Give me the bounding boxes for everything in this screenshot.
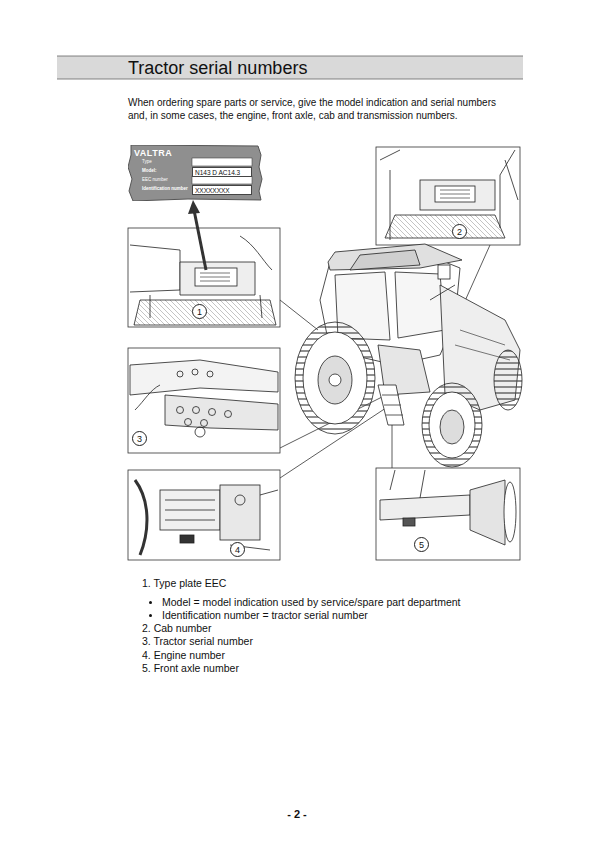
intro-paragraph: When ordering spare parts or service, gi… [128, 96, 498, 122]
callout-number: 1 [192, 304, 207, 319]
callout-number: 2 [452, 224, 467, 239]
list-item: 3. Tractor serial number [142, 635, 253, 648]
callout-label: 5 [415, 538, 428, 552]
callout-label: 2 [453, 225, 466, 239]
brand-name: VALTRA [134, 148, 172, 158]
inset2-detail [380, 150, 518, 240]
type-plate: VALTRATypeModel: EEC numberIdentification… [128, 145, 263, 201]
list-subitem: Model = model indication used by service… [162, 596, 461, 609]
plate-value: XXXXXXXX [195, 186, 230, 195]
plate-caption: EEC number [142, 177, 168, 183]
title-band [57, 56, 523, 79]
bullet-dot [149, 601, 152, 604]
tractor [295, 244, 522, 467]
callout-label: 4 [231, 543, 244, 557]
callout-label: 3 [133, 432, 146, 446]
inset3-detail [130, 360, 278, 437]
callout-number: 5 [414, 537, 429, 552]
list-item: 2. Cab number [142, 622, 211, 635]
inset5-detail [380, 470, 516, 545]
list-item: 1. Type plate EEC [142, 577, 226, 590]
plate-caption: Type [142, 159, 152, 165]
inset-frames [128, 147, 520, 560]
inset4-detail [135, 480, 278, 555]
page-title: Tractor serial numbers [128, 57, 307, 79]
inset1-detail [130, 200, 276, 325]
callout-number: 4 [230, 542, 245, 557]
list-subitem: Identification number = tractor serial n… [162, 609, 368, 622]
list-item: 4. Engine number [142, 649, 225, 662]
plate-caption: Model: [142, 168, 157, 174]
list-item: 5. Front axle number [142, 662, 239, 675]
bullet-dot [149, 614, 152, 617]
plate-field: XXXXXXXX [192, 185, 252, 195]
page-number: - 2 - [287, 808, 307, 821]
plate-caption: Identification number [142, 186, 188, 192]
plate-field: N143 D AC14.3 [192, 167, 252, 177]
plate-value: N143 D AC14.3 [195, 168, 240, 177]
callout-number: 3 [132, 431, 147, 446]
callout-label: 1 [193, 305, 206, 319]
